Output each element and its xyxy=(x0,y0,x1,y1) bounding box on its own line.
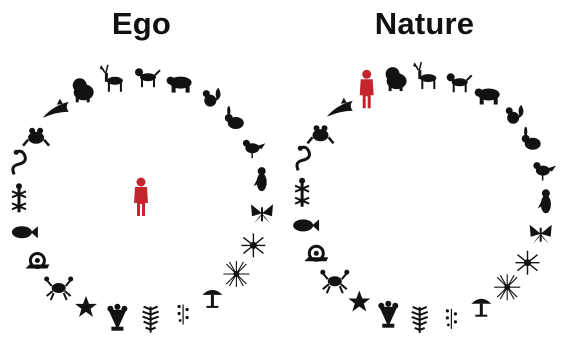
human-icon xyxy=(134,178,148,217)
lizard-icon xyxy=(295,178,309,207)
crab-icon xyxy=(44,277,73,301)
fish-icon xyxy=(293,219,319,231)
star-icon xyxy=(348,291,370,312)
rabbit-icon xyxy=(522,127,541,150)
dolphin-icon xyxy=(43,99,69,118)
human-icon xyxy=(360,70,374,109)
insect-icon xyxy=(241,233,265,257)
bear-icon xyxy=(167,77,192,93)
spider-icon xyxy=(223,261,249,287)
frog-icon xyxy=(23,128,49,146)
ego-diagram xyxy=(0,0,283,338)
crab-icon xyxy=(320,270,349,294)
lion-icon xyxy=(73,78,94,102)
fern-icon xyxy=(143,307,159,333)
nature-panel: Nature xyxy=(283,0,566,338)
plant-icon xyxy=(178,305,189,325)
spider-icon xyxy=(494,274,520,300)
plant-icon xyxy=(446,309,457,329)
squirrel-icon xyxy=(506,105,524,124)
mushroom-icon xyxy=(202,290,222,308)
dog-icon xyxy=(135,68,160,87)
deer-icon xyxy=(100,65,123,92)
bear-icon xyxy=(475,89,500,105)
insect-icon xyxy=(516,251,540,275)
fern-icon xyxy=(412,307,428,333)
snake-icon xyxy=(13,150,25,175)
bird-icon xyxy=(243,140,266,159)
lion-icon xyxy=(386,67,407,91)
frog-icon xyxy=(308,125,334,143)
penguin-icon xyxy=(254,167,267,191)
squirrel-icon xyxy=(203,88,221,107)
dolphin-icon xyxy=(327,98,353,117)
rabbit-icon xyxy=(225,106,244,129)
fish-icon xyxy=(12,226,38,238)
nature-diagram xyxy=(283,0,566,338)
star-icon xyxy=(75,296,97,317)
butterfly-icon xyxy=(530,225,552,244)
lizard-icon xyxy=(12,183,26,212)
coral-icon xyxy=(378,301,398,328)
snail-icon xyxy=(304,246,328,261)
bird-icon xyxy=(533,162,556,181)
snake-icon xyxy=(297,146,309,171)
deer-icon xyxy=(413,62,436,89)
butterfly-icon xyxy=(251,204,273,223)
penguin-icon xyxy=(538,189,551,213)
dog-icon xyxy=(447,73,472,92)
snail-icon xyxy=(25,254,49,269)
ego-panel: Ego xyxy=(0,0,283,338)
mushroom-icon xyxy=(471,299,491,317)
coral-icon xyxy=(107,304,127,331)
